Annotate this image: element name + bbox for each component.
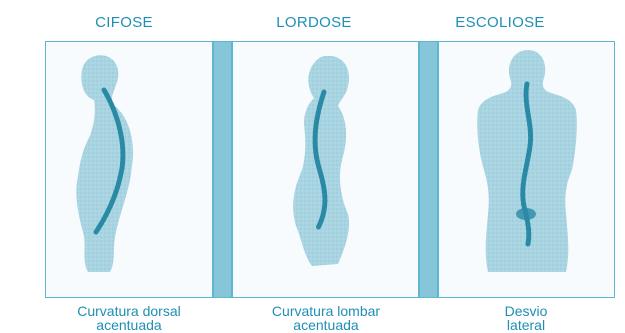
panel-caption-escoliose: Desvio lateral: [431, 304, 621, 332]
panel-caption-cifose: Curvatura dorsal acentuada: [34, 304, 224, 332]
caption-line-1: Curvatura lombar: [231, 304, 421, 318]
caption-line-2: acentuada: [231, 318, 421, 332]
caption-line-1: Curvatura dorsal: [34, 304, 224, 318]
caption-line-2: acentuada: [34, 318, 224, 332]
lordose-body-figure: [293, 56, 349, 266]
escoliose-body-figure: [477, 50, 577, 272]
cifose-body-figure: [76, 55, 133, 272]
caption-line-1: Desvio: [431, 304, 621, 318]
caption-line-2: lateral: [431, 318, 621, 332]
escoliose-pelvis-mark: [516, 208, 536, 220]
panel-caption-lordose: Curvatura lombar acentuada: [231, 304, 421, 332]
